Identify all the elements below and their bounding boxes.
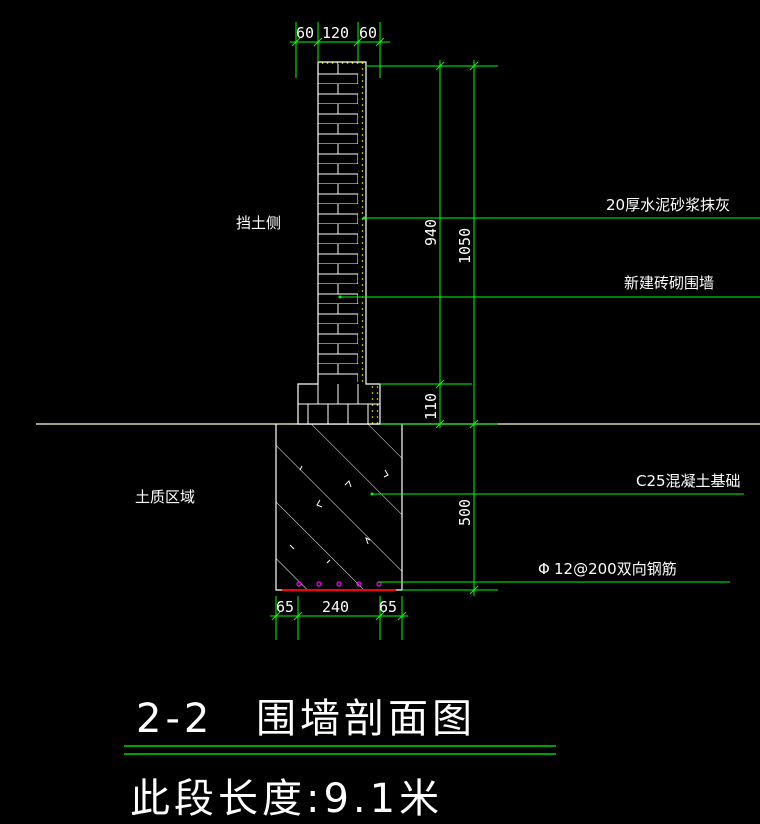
leader-dot-wall: [338, 295, 342, 299]
drawing-number: 2-2: [136, 696, 213, 742]
bottom-dim-middle: 240: [322, 598, 349, 616]
dim-110: 110: [422, 393, 440, 420]
title-underline: [124, 745, 556, 755]
plaster-layer: [318, 60, 379, 424]
annotation-concrete-base: C25混凝土基础: [636, 472, 741, 490]
dim-940: 940: [422, 219, 440, 246]
annotation-rebar: 12@200双向钢筋: [554, 560, 677, 578]
dim-500: 500: [456, 499, 474, 526]
region-retaining-side: 挡土侧: [236, 214, 281, 232]
drawing-title: 围墙剖面图: [256, 696, 476, 742]
annotation-brick-wall: 新建砖砌围墙: [624, 274, 714, 292]
top-dimension-chain: [290, 22, 390, 78]
bottom-dimension-chain: [270, 596, 408, 640]
concrete-foundation: [275, 424, 403, 591]
dim-1050: 1050: [456, 228, 474, 264]
top-dim-right: 60: [359, 24, 377, 42]
annotation-rebar-symbol: Φ: [538, 560, 550, 578]
top-dim-left: 60: [296, 24, 314, 42]
brick-wall: [297, 61, 381, 425]
leader-dot-plaster: [362, 216, 366, 220]
region-soil-area: 土质区域: [135, 488, 195, 506]
right-dimension-chain: [366, 60, 498, 596]
top-dim-middle: 120: [322, 24, 349, 42]
leader-lines: [340, 217, 760, 583]
segment-length-note: 此段长度:9.1米: [130, 776, 443, 822]
annotation-plaster: 20厚水泥砂浆抹灰: [606, 196, 730, 214]
leader-dot-concrete: [370, 492, 374, 496]
bottom-dim-left: 65: [276, 598, 294, 616]
bottom-dim-right: 65: [379, 598, 397, 616]
